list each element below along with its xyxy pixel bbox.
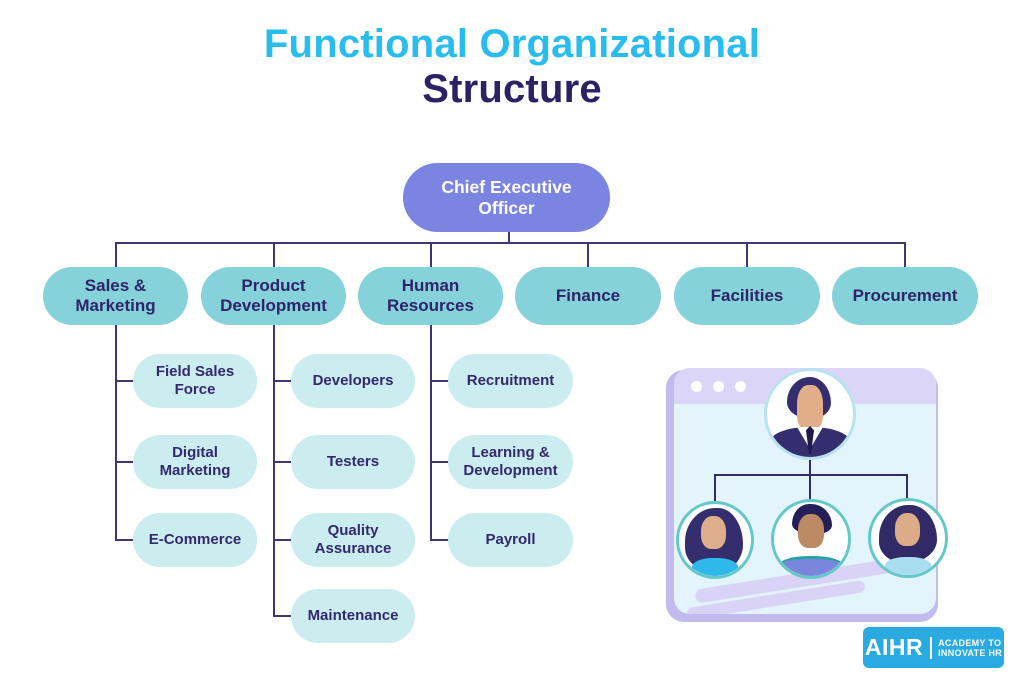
connector-bus — [115, 242, 906, 244]
node-sub-testers: Testers — [291, 435, 415, 489]
mini-connector-vertical — [809, 460, 811, 499]
window-control-dot — [691, 381, 702, 392]
connector-drop-facilities — [746, 242, 748, 268]
page-title-line2: Structure — [422, 67, 602, 111]
avatar-top — [885, 557, 931, 575]
connector-elbow — [115, 539, 135, 541]
node-dept-human-resources: Human Resources — [358, 267, 503, 325]
connector-elbow — [430, 461, 450, 463]
node-sub-payroll: Payroll — [448, 513, 573, 567]
node-dept-finance: Finance — [515, 267, 661, 325]
connector-drop-sales — [115, 242, 117, 268]
node-sub-quality-assurance: Quality Assurance — [291, 513, 415, 567]
aihr-logo: AIHR ACADEMY TO INNOVATE HR — [863, 627, 1004, 668]
avatar-face — [797, 385, 823, 429]
connector-drop-hr — [430, 242, 432, 268]
aihr-logo-tagline-line1: ACADEMY TO — [938, 637, 1002, 648]
avatar-face — [895, 513, 920, 546]
connector-elbow — [273, 615, 293, 617]
logo-divider — [930, 636, 933, 659]
connector-ceo-drop — [508, 230, 510, 243]
page-title: Functional Organizational Structure — [0, 22, 1024, 112]
node-sub-learning-development: Learning & Development — [448, 435, 573, 489]
mini-connector-bus — [714, 474, 908, 476]
aihr-logo-tagline-line2: INNOVATE HR — [938, 647, 1003, 658]
node-sub-digital-marketing: Digital Marketing — [133, 435, 257, 489]
node-dept-sales-marketing: Sales & Marketing — [43, 267, 188, 325]
connector-drop-finance — [587, 242, 589, 268]
node-sub-e-commerce: E-Commerce — [133, 513, 257, 567]
connector-elbow — [115, 461, 135, 463]
mini-connector-drop-left — [714, 474, 716, 501]
aihr-logo-tagline: ACADEMY TO INNOVATE HR — [938, 638, 1002, 658]
connector-elbow — [273, 539, 293, 541]
node-dept-procurement: Procurement — [832, 267, 978, 325]
avatar-employee-man — [771, 499, 851, 579]
node-dept-facilities: Facilities — [674, 267, 820, 325]
aihr-logo-brand: AIHR — [864, 634, 924, 660]
connector-elbow — [115, 380, 135, 382]
window-control-dot — [713, 381, 724, 392]
org-chart-illustration — [666, 366, 948, 622]
node-sub-field-sales-force: Field Sales Force — [133, 354, 257, 408]
connector-elbow — [430, 539, 450, 541]
avatar-employee-woman-2 — [868, 498, 948, 578]
avatar-shirt — [778, 556, 844, 576]
avatar-employee-woman-1 — [676, 501, 754, 579]
node-dept-product-development: Product Development — [201, 267, 346, 325]
node-sub-recruitment: Recruitment — [448, 354, 573, 408]
connector-col-product — [273, 325, 275, 617]
avatar-face — [701, 516, 726, 549]
connector-col-hr — [430, 325, 432, 540]
avatar-face — [798, 514, 824, 548]
connector-col-sales — [115, 325, 117, 540]
node-ceo: Chief Executive Officer — [403, 163, 610, 232]
node-sub-developers: Developers — [291, 354, 415, 408]
connector-elbow — [273, 380, 293, 382]
connector-elbow — [430, 380, 450, 382]
avatar-top — [692, 558, 738, 576]
connector-elbow — [273, 461, 293, 463]
connector-drop-product — [273, 242, 275, 268]
connector-drop-procurement — [904, 242, 906, 268]
window-control-dot — [735, 381, 746, 392]
node-sub-maintenance: Maintenance — [291, 589, 415, 643]
avatar-tie — [806, 426, 814, 454]
avatar-manager — [764, 368, 856, 460]
mini-connector-drop-right — [906, 474, 908, 498]
page-title-line1: Functional Organizational — [263, 22, 761, 66]
